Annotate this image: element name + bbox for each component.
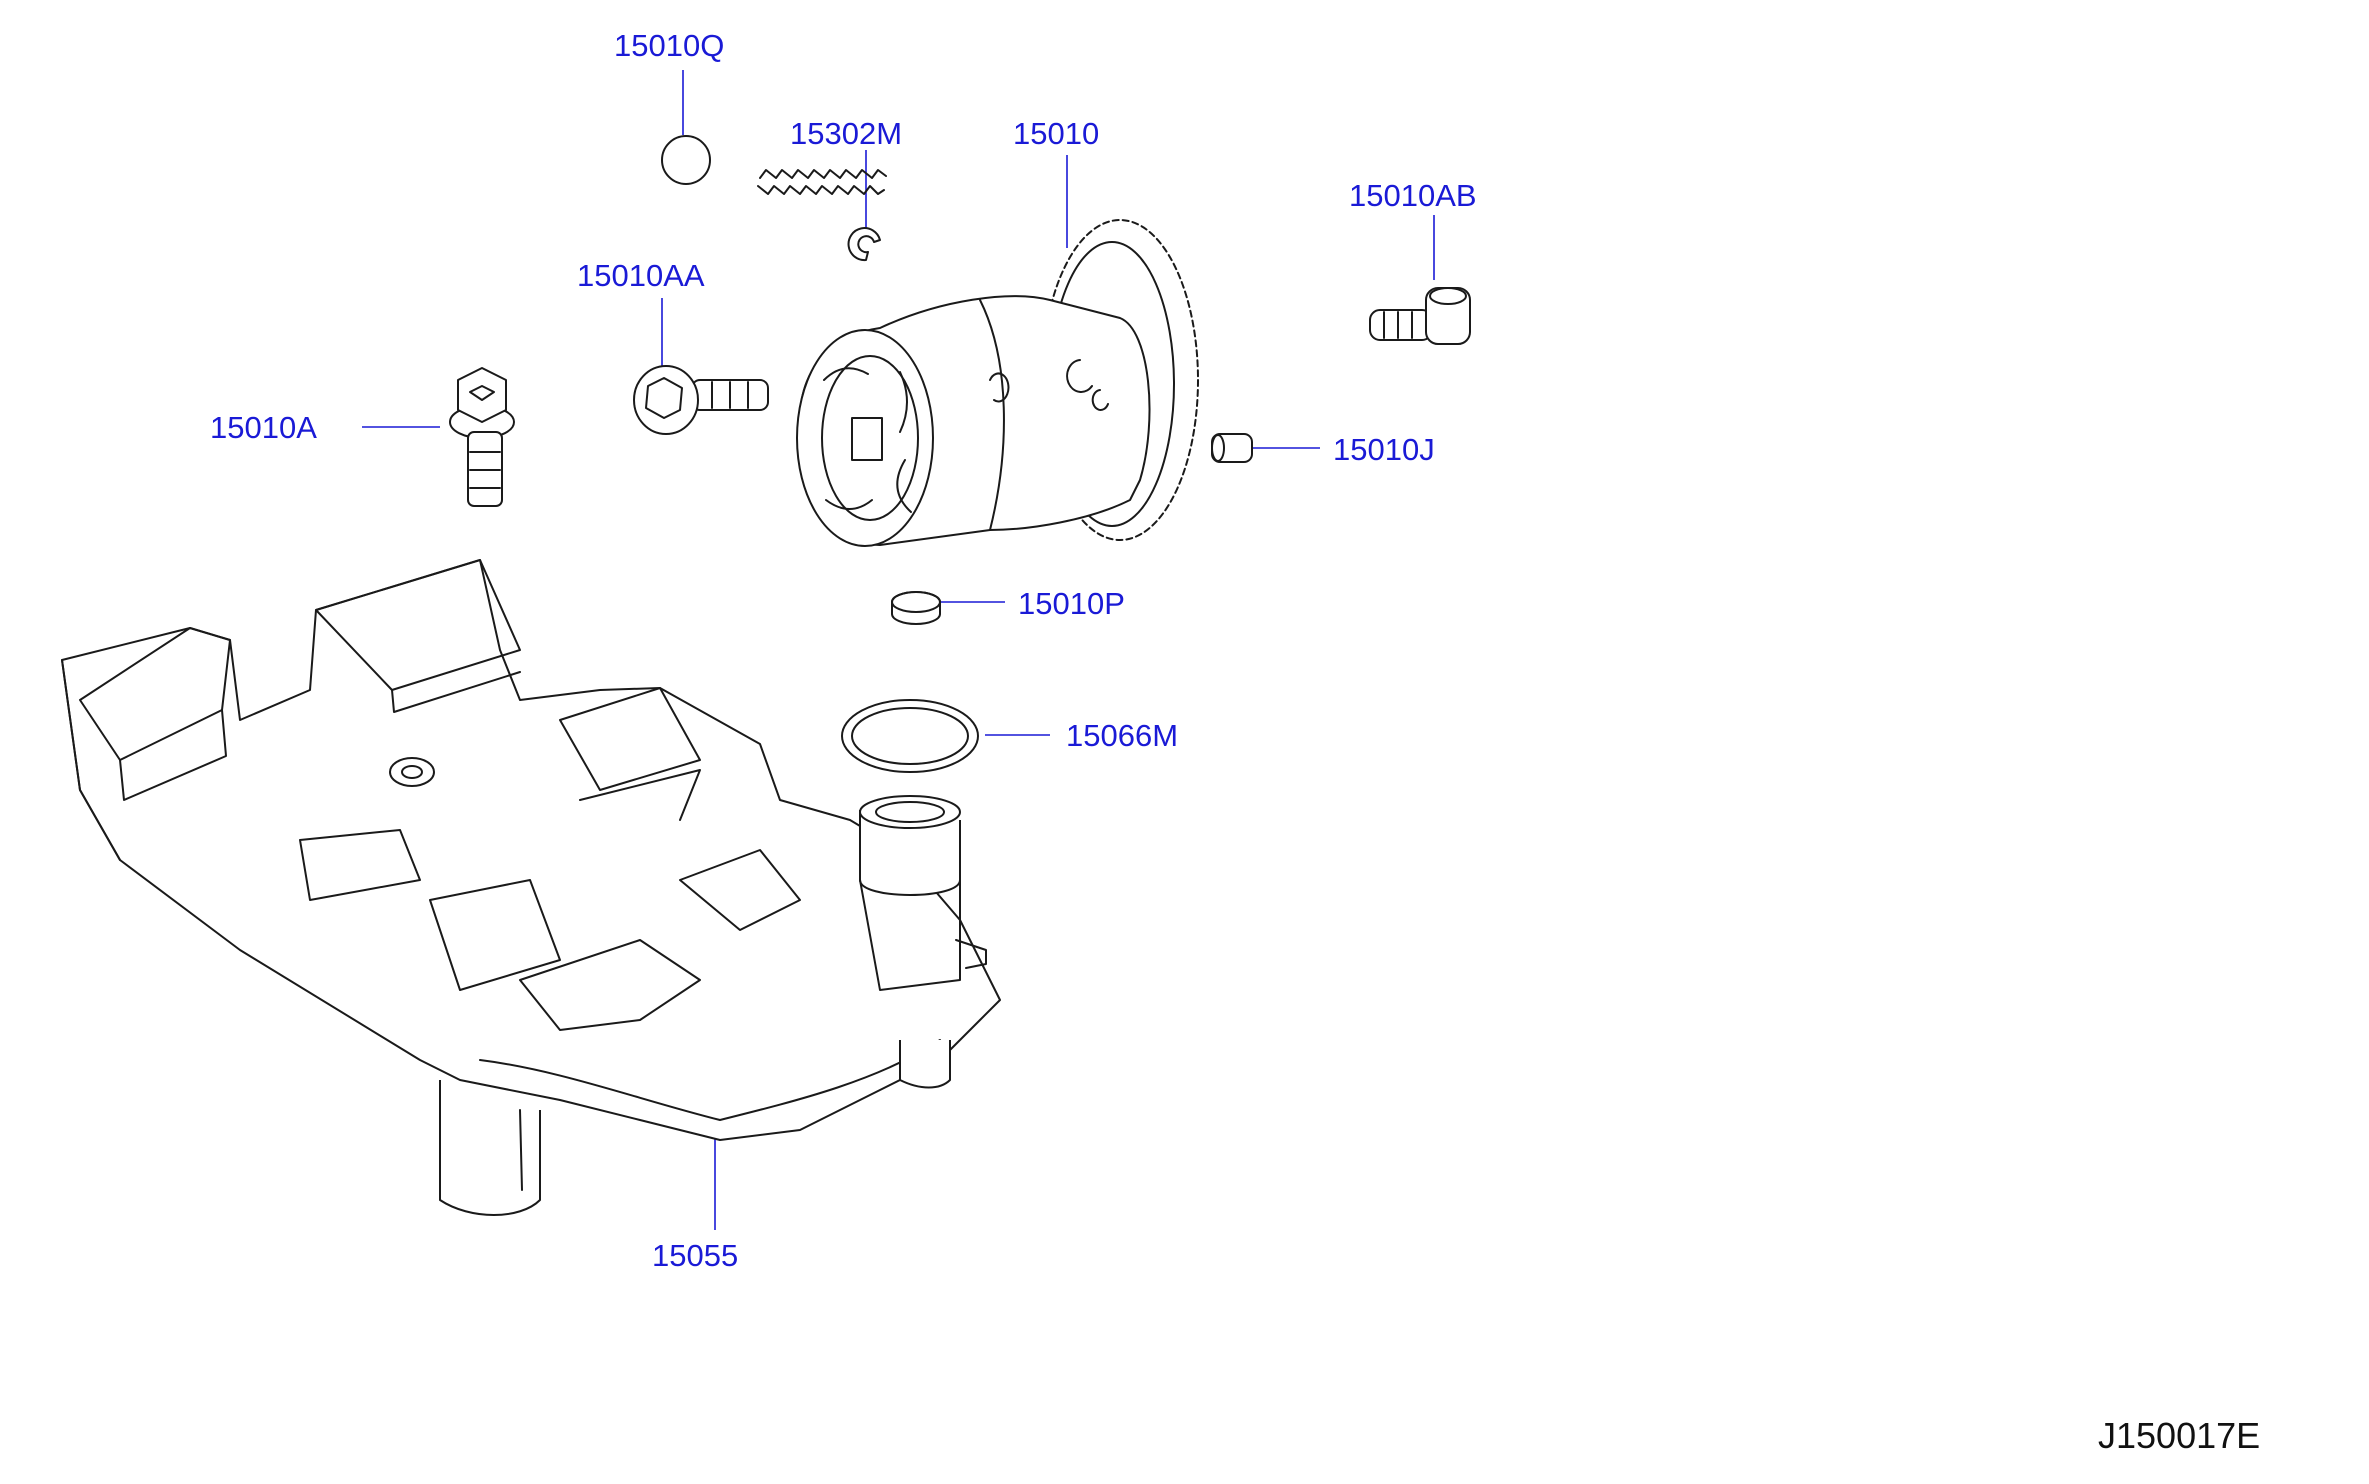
part-label-15010[interactable]: 15010 [1013, 116, 1100, 151]
plug-part[interactable] [891, 591, 941, 625]
part-label-15010j[interactable]: 15010J [1333, 432, 1435, 467]
part-label-15010q[interactable]: 15010Q [614, 28, 725, 63]
oil-strainer-assembly[interactable] [61, 559, 1001, 1216]
spring-part[interactable] [757, 169, 887, 195]
part-label-15010a[interactable]: 15010A [210, 410, 317, 445]
part-label-15010p[interactable]: 15010P [1018, 586, 1125, 621]
part-label-15066m[interactable]: 15066M [1066, 718, 1179, 753]
clip-part[interactable] [847, 227, 881, 262]
part-label-15010aa[interactable]: 15010AA [577, 258, 705, 293]
ball-part[interactable] [661, 135, 711, 185]
dowel-part[interactable] [1211, 433, 1253, 463]
vertical-bolt-part[interactable] [449, 367, 515, 507]
cap-bolt-part[interactable] [1369, 287, 1471, 345]
o-ring-part[interactable] [841, 699, 979, 773]
part-label-15010ab[interactable]: 15010AB [1349, 178, 1477, 213]
flange-bolt-part[interactable] [633, 365, 769, 435]
diagram-code: J150017E [2098, 1415, 2261, 1456]
part-label-15302m[interactable]: 15302M [790, 116, 903, 151]
part-label-15055[interactable]: 15055 [652, 1238, 739, 1273]
oil-pump-assembly[interactable] [796, 219, 1199, 547]
